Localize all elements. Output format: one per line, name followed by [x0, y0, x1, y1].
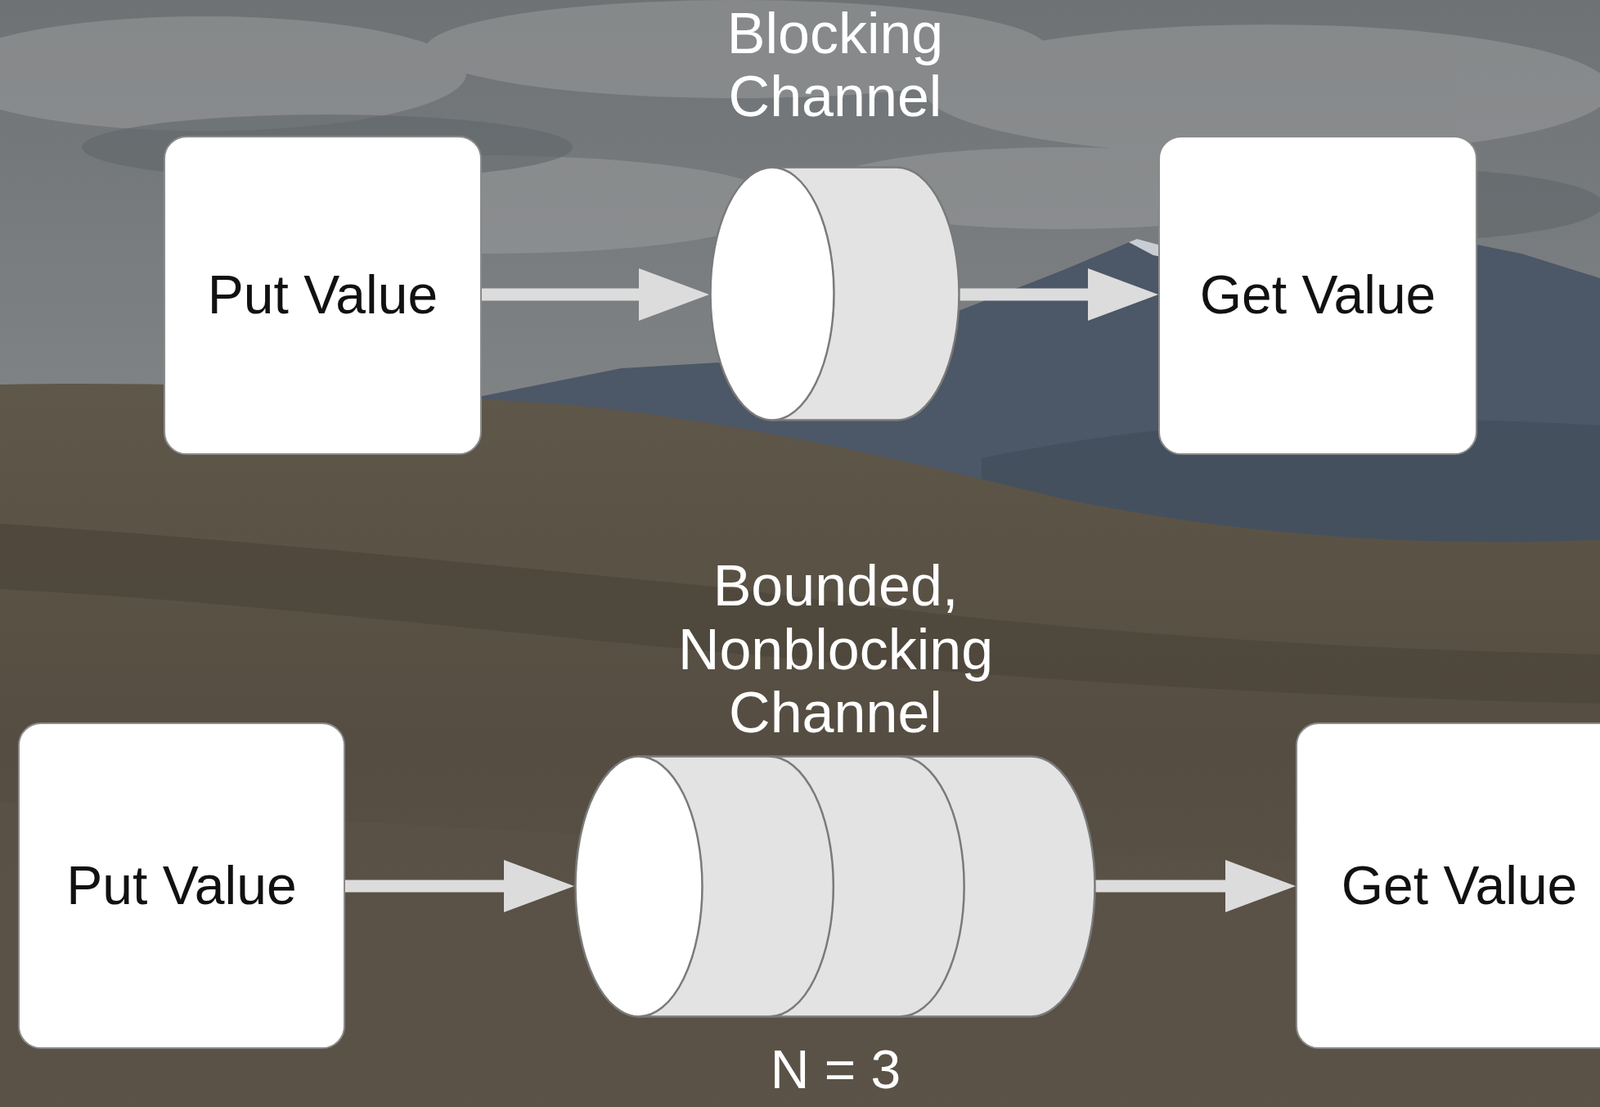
cylinder-shape: [574, 755, 1097, 1018]
segment-divider: [769, 756, 834, 1017]
flow-arrow: [481, 268, 710, 321]
process-box: Get Value: [1158, 135, 1478, 455]
channel-cylinder: Blocking Channel: [709, 166, 962, 422]
channel-cylinder: Bounded, Nonblocking ChannelN = 3: [574, 755, 1097, 1018]
cylinder-face: [575, 756, 703, 1017]
arrow-shaft: [345, 880, 506, 893]
arrow-head: [1087, 268, 1159, 321]
box-label: Put Value: [200, 262, 446, 328]
cylinder-face: [710, 167, 835, 421]
box-label: Put Value: [58, 853, 305, 918]
arrow-head: [1225, 859, 1296, 913]
cylinder-shape: [709, 166, 962, 422]
arrow-shaft: [481, 288, 641, 302]
channel-title: Bounded, Nonblocking Channel: [656, 554, 1016, 746]
process-box: Put Value: [17, 722, 346, 1049]
arrow-shaft: [961, 288, 1090, 302]
process-box: Get Value: [1295, 722, 1600, 1049]
channel-title: Blocking Channel: [655, 2, 1016, 130]
arrow-head: [503, 859, 575, 913]
box-label: Get Value: [1195, 262, 1441, 328]
arrow-shaft: [1096, 880, 1227, 893]
capacity-note: N = 3: [713, 1042, 959, 1097]
segment-divider: [900, 756, 965, 1017]
box-label: Get Value: [1336, 853, 1583, 918]
flow-arrow: [1096, 859, 1296, 913]
flow-arrow: [961, 268, 1159, 321]
process-box: Put Value: [163, 135, 482, 455]
arrow-head: [638, 268, 710, 321]
cylinder-body: [638, 756, 1096, 1017]
flow-arrow: [345, 859, 575, 913]
